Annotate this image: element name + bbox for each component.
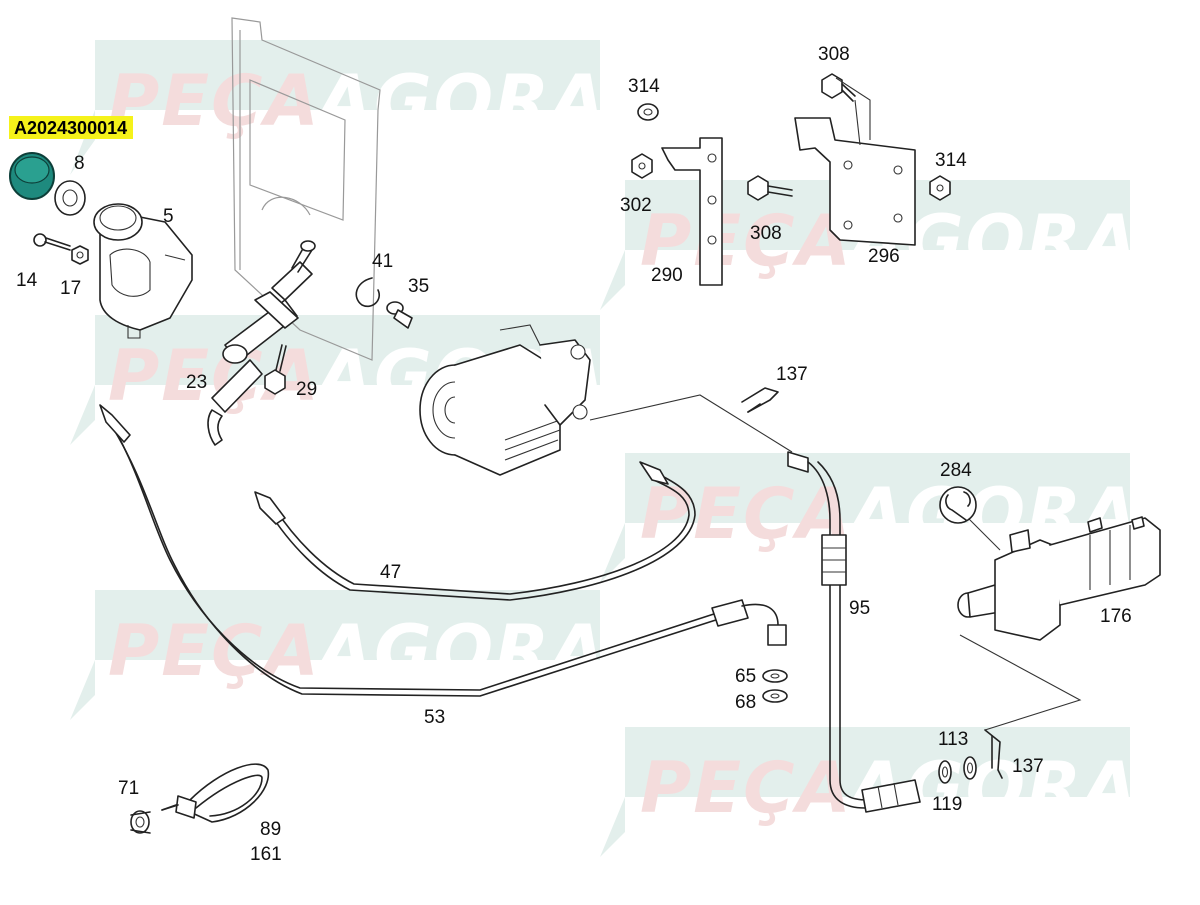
callout-35: 35 — [408, 276, 429, 297]
watermark: PEÇA AGORA PEÇA AGORA PEÇA AGORA PEÇA AG… — [70, 40, 1137, 857]
watermark-text-right: AGORA — [313, 610, 607, 692]
watermark-text-left: PEÇA — [108, 335, 321, 417]
callout-137-top: 137 — [776, 364, 808, 385]
callout-29: 29 — [296, 379, 317, 400]
watermark-text-left: PEÇA — [108, 60, 321, 142]
washer-113[interactable] — [963, 756, 977, 780]
bracket-290[interactable] — [661, 137, 723, 286]
callout-119: 119 — [932, 794, 962, 815]
callout-17: 17 — [60, 278, 81, 299]
callout-137-bottom: 137 — [1012, 756, 1044, 777]
callout-47: 47 — [380, 562, 401, 583]
callout-302: 302 — [620, 195, 652, 216]
cable-strap-89[interactable] — [161, 763, 270, 823]
washer-119[interactable] — [938, 760, 952, 784]
pneumatic-cylinder-176[interactable] — [957, 516, 1161, 641]
leader-lines — [589, 77, 1082, 731]
callout-290: 290 — [651, 265, 683, 286]
concentric-slave-cylinder[interactable] — [419, 324, 591, 476]
callout-89: 89 — [260, 819, 281, 840]
pin-35[interactable] — [386, 301, 413, 329]
watermark-text-left: PEÇA — [108, 610, 321, 692]
callout-68: 68 — [735, 692, 756, 713]
callout-5: 5 — [163, 206, 174, 227]
watermark-text-left: PEÇA — [640, 473, 853, 555]
callout-296: 296 — [868, 246, 900, 267]
bolt-29[interactable] — [264, 344, 287, 395]
callout-53: 53 — [424, 707, 445, 728]
brake-pipe-53[interactable] — [99, 404, 787, 697]
part-number-highlight: A2024300014 — [9, 116, 134, 139]
bracket-296[interactable] — [794, 99, 916, 246]
callout-labels: 8 5 14 17 41 35 23 29 314 308 302 308 31… — [16, 44, 1132, 865]
watermark-band-5: PEÇA AGORA — [70, 590, 607, 720]
master-cylinder[interactable] — [207, 240, 316, 446]
callout-314-right: 314 — [935, 150, 967, 171]
firewall-panel — [231, 17, 381, 361]
watermark-text-left: PEÇA — [640, 200, 853, 282]
callout-14: 14 — [16, 270, 38, 291]
hose-clip-137-bottom[interactable] — [984, 729, 1003, 779]
watermark-text-left: PEÇA — [640, 747, 853, 829]
brake-pipe-47[interactable] — [254, 461, 696, 601]
callout-65: 65 — [735, 666, 756, 687]
callout-8: 8 — [74, 153, 85, 174]
watermark-text-right: AGORA — [313, 60, 607, 142]
watermark-band-1: PEÇA AGORA — [70, 40, 607, 175]
callout-308-mid: 308 — [750, 223, 782, 244]
nut-302[interactable] — [631, 153, 653, 179]
callout-284: 284 — [940, 460, 972, 481]
callout-23: 23 — [186, 372, 207, 393]
clutch-hose-95[interactable] — [787, 451, 921, 813]
washer-314-top[interactable] — [637, 103, 659, 121]
reservoir-cap-highlighted[interactable] — [9, 152, 55, 200]
callout-41: 41 — [372, 251, 393, 272]
callout-176: 176 — [1100, 606, 1132, 627]
callout-113: 113 — [938, 729, 968, 750]
bolt-308-mid[interactable] — [747, 175, 793, 201]
fluid-reservoir[interactable] — [93, 203, 193, 339]
bolt-308-top[interactable] — [821, 73, 856, 102]
nut-314-right[interactable] — [929, 175, 951, 201]
callout-314-top: 314 — [628, 76, 660, 97]
seal-ring[interactable] — [54, 180, 86, 216]
circlip-41[interactable] — [355, 277, 380, 308]
washer-65[interactable] — [762, 669, 788, 683]
washer-68[interactable] — [762, 689, 788, 703]
hose-clip-137-top[interactable] — [741, 387, 779, 413]
wrench-tool-icon — [939, 486, 977, 524]
callout-161: 161 — [250, 844, 282, 865]
screw-14[interactable] — [33, 233, 71, 251]
callout-95: 95 — [849, 598, 870, 619]
nut-17[interactable] — [71, 245, 89, 265]
grommet-71[interactable] — [130, 810, 151, 834]
callout-71: 71 — [118, 778, 139, 799]
callout-308-top: 308 — [818, 44, 850, 65]
